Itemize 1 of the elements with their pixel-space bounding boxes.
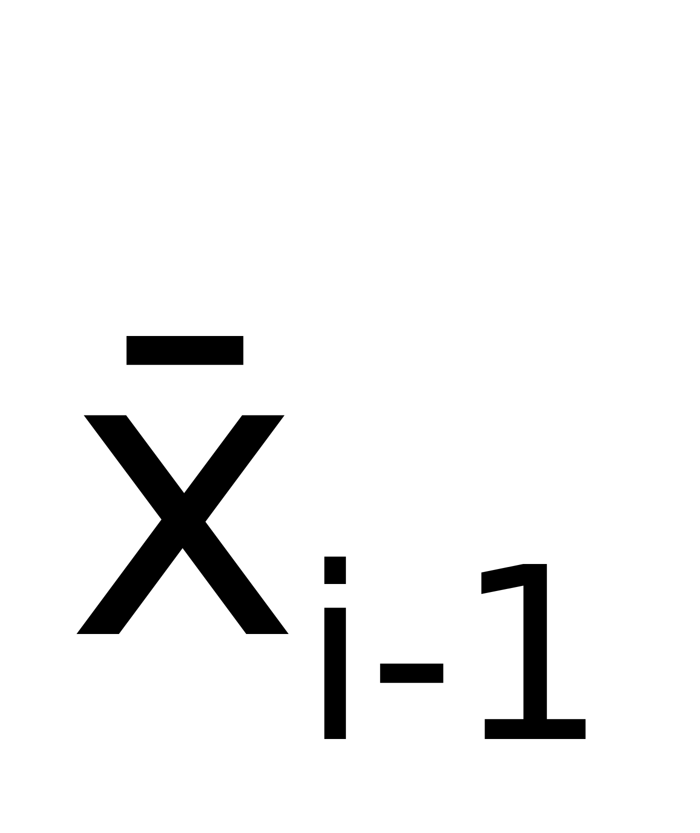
- math-expression: x̄$_{i-1}$: [65, 297, 608, 776]
